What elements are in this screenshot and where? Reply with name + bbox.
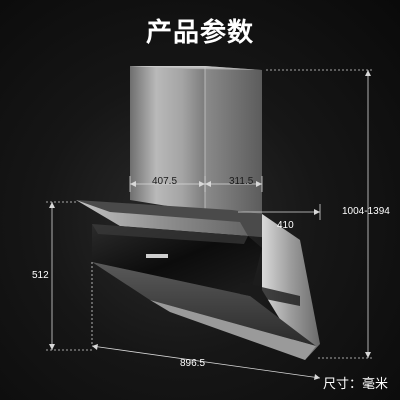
side-frame [262,214,320,360]
dimension-lines [46,69,374,379]
total-height-label: 1004-1394 [342,206,390,217]
hood-depth-label: 410 [277,220,294,231]
body-width-label: 896.5 [180,358,206,369]
dimension-arrows [49,70,371,380]
chimney-width-label: 407.5 [152,176,178,187]
brand-logo [146,254,168,258]
chimney [130,66,262,214]
body-height-label: 512 [32,270,49,281]
hood-body [76,200,320,360]
unit-note: 尺寸：毫米 [322,377,388,392]
chimney-depth-label: 311.5 [229,176,254,187]
page-title: 产品参数 [145,18,254,48]
